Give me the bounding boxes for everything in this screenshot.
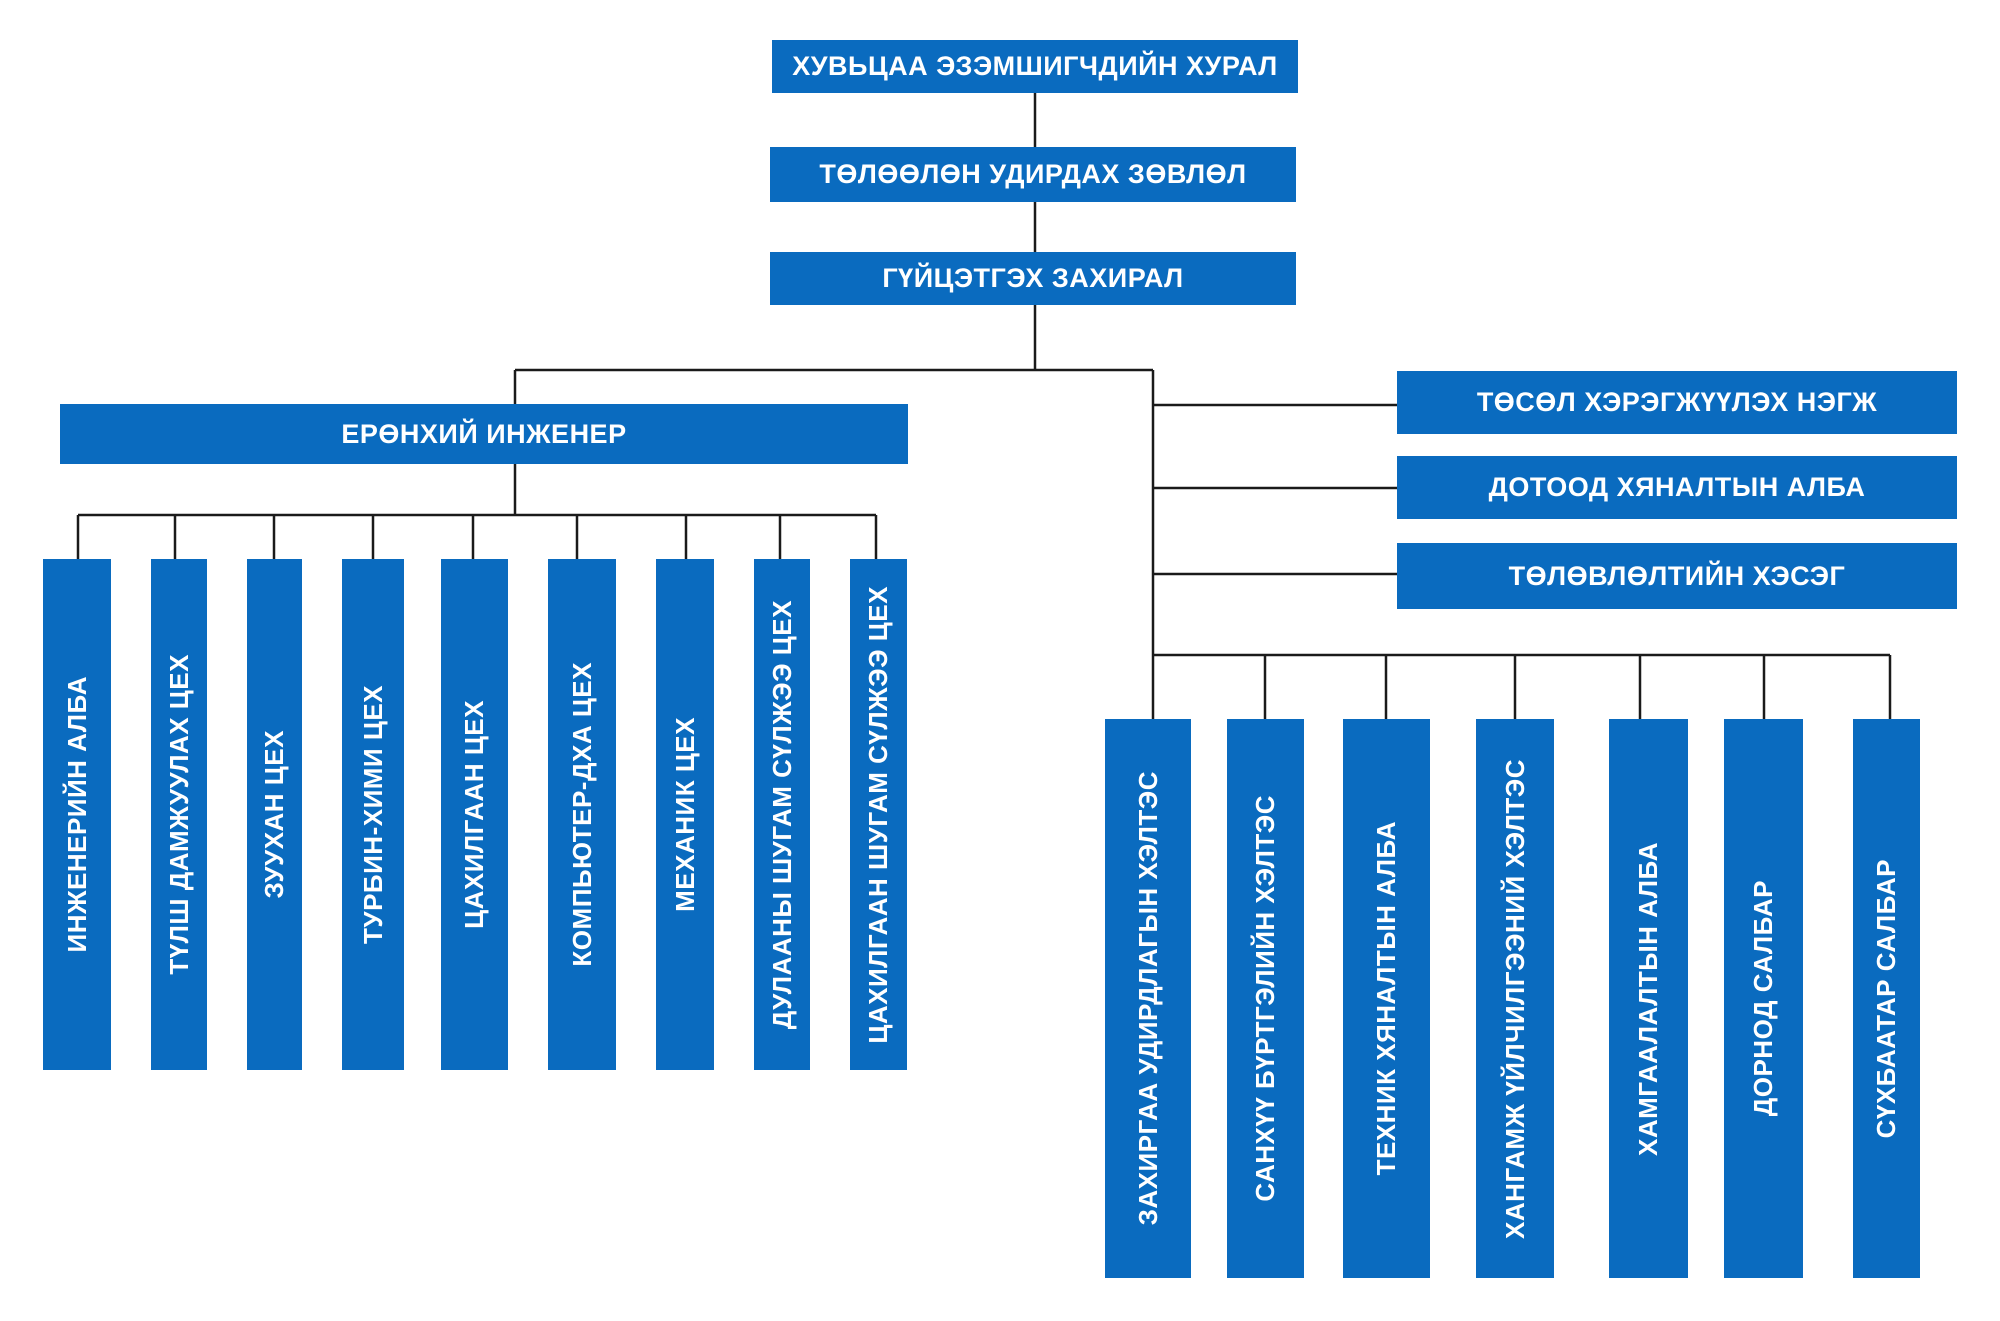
engineering-unit-label: ТҮЛШ ДАМЖУУЛАХ ЦЕХ [163, 654, 194, 975]
side-unit-label: ТӨСӨЛ ХЭРЭГЖҮҮЛЭХ НЭГЖ [1476, 387, 1878, 417]
engineering-unit-label: ДУЛААНЫ ШУГАМ СҮЛЖЭЭ ЦЕХ [766, 599, 797, 1030]
department-box: ДОРНОД САЛБАР [1724, 719, 1803, 1278]
department-box: ХАНГАМЖ ҮЙЛЧИЛГЭЭНИЙ ХЭЛТЭС [1476, 719, 1554, 1278]
engineering-unit-box: ТҮЛШ ДАМЖУУЛАХ ЦЕХ [151, 559, 207, 1070]
department-box: ТЕХНИК ХЯНАЛТЫН АЛБА [1343, 719, 1430, 1278]
department-box: ЗАХИРГАА УДИРДЛАГЫН ХЭЛТЭС [1105, 719, 1191, 1278]
department-label: СҮХБААТАР САЛБАР [1871, 858, 1901, 1139]
shareholders-meeting-box: ХУВЬЦАА ЭЗЭМШИГЧДИЙН ХУРАЛ [772, 40, 1298, 93]
board-of-directors-label: ТӨЛӨӨЛӨН УДИРДАХ ЗӨВЛӨЛ [819, 159, 1247, 189]
department-label: ЗАХИРГАА УДИРДЛАГЫН ХЭЛТЭС [1132, 771, 1163, 1226]
shareholders-meeting-label: ХУВЬЦАА ЭЗЭМШИГЧДИЙН ХУРАЛ [792, 51, 1278, 81]
department-label: ДОРНОД САЛБАР [1748, 880, 1778, 1117]
side-unit-box: ТӨЛӨВЛӨЛТИЙН ХЭСЭГ [1397, 543, 1957, 609]
board-of-directors-box: ТӨЛӨӨЛӨН УДИРДАХ ЗӨВЛӨЛ [770, 147, 1296, 202]
side-unit-box: ДОТООД ХЯНАЛТЫН АЛБА [1397, 456, 1957, 519]
executive-director-box: ГҮЙЦЭТГЭХ ЗАХИРАЛ [770, 252, 1296, 305]
side-unit-label: ТӨЛӨВЛӨЛТИЙН ХЭСЭГ [1508, 560, 1846, 591]
engineering-unit-box: ЦАХИЛГААН ШУГАМ СҮЛЖЭЭ ЦЕХ [850, 559, 907, 1070]
side-unit-label: ДОТООД ХЯНАЛТЫН АЛБА [1488, 472, 1866, 502]
department-box: ХАМГААЛАЛТЫН АЛБА [1609, 719, 1688, 1278]
engineering-unit-box: ЦАХИЛГААН ЦЕХ [441, 559, 508, 1070]
engineering-unit-label: ЗУУХАН ЦЕХ [259, 730, 289, 899]
engineering-unit-box: ЗУУХАН ЦЕХ [247, 559, 302, 1070]
chief-engineer-box: ЕРӨНХИЙ ИНЖЕНЕР [60, 404, 908, 464]
engineering-unit-label: ЦАХИЛГААН ШУГАМ СҮЛЖЭЭ ЦЕХ [863, 585, 893, 1044]
engineering-unit-label: КОМПЬЮТЕР-ДХА ЦЕХ [566, 662, 597, 967]
executive-director-label: ГҮЙЦЭТГЭХ ЗАХИРАЛ [882, 263, 1184, 293]
engineering-unit-box: КОМПЬЮТЕР-ДХА ЦЕХ [548, 559, 616, 1070]
engineering-unit-box: ДУЛААНЫ ШУГАМ СҮЛЖЭЭ ЦЕХ [754, 559, 810, 1070]
engineering-unit-label: ЦАХИЛГААН ЦЕХ [459, 700, 489, 929]
department-box: САНХҮҮ БҮРТГЭЛИЙН ХЭЛТЭС [1227, 719, 1304, 1278]
engineering-unit-box: ТУРБИН-ХИМИ ЦЕХ [342, 559, 404, 1070]
engineering-unit-label: ТУРБИН-ХИМИ ЦЕХ [357, 685, 388, 944]
department-label: САНХҮҮ БҮРТГЭЛИЙН ХЭЛТЭС [1250, 795, 1280, 1202]
department-label: ТЕХНИК ХЯНАЛТЫН АЛБА [1371, 821, 1401, 1176]
chief-engineer-label: ЕРӨНХИЙ ИНЖЕНЕР [341, 418, 627, 449]
department-label: ХАМГААЛАЛТЫН АЛБА [1633, 841, 1663, 1156]
engineering-unit-box: ИНЖЕНЕРИЙН АЛБА [43, 559, 111, 1070]
engineering-unit-label: МЕХАНИК ЦЕХ [669, 717, 700, 912]
department-box: СҮХБААТАР САЛБАР [1853, 719, 1920, 1278]
department-label: ХАНГАМЖ ҮЙЛЧИЛГЭЭНИЙ ХЭЛТЭС [1499, 758, 1530, 1239]
engineering-unit-box: МЕХАНИК ЦЕХ [656, 559, 714, 1070]
engineering-unit-label: ИНЖЕНЕРИЙН АЛБА [61, 676, 92, 953]
side-unit-box: ТӨСӨЛ ХЭРЭГЖҮҮЛЭХ НЭГЖ [1397, 371, 1957, 434]
